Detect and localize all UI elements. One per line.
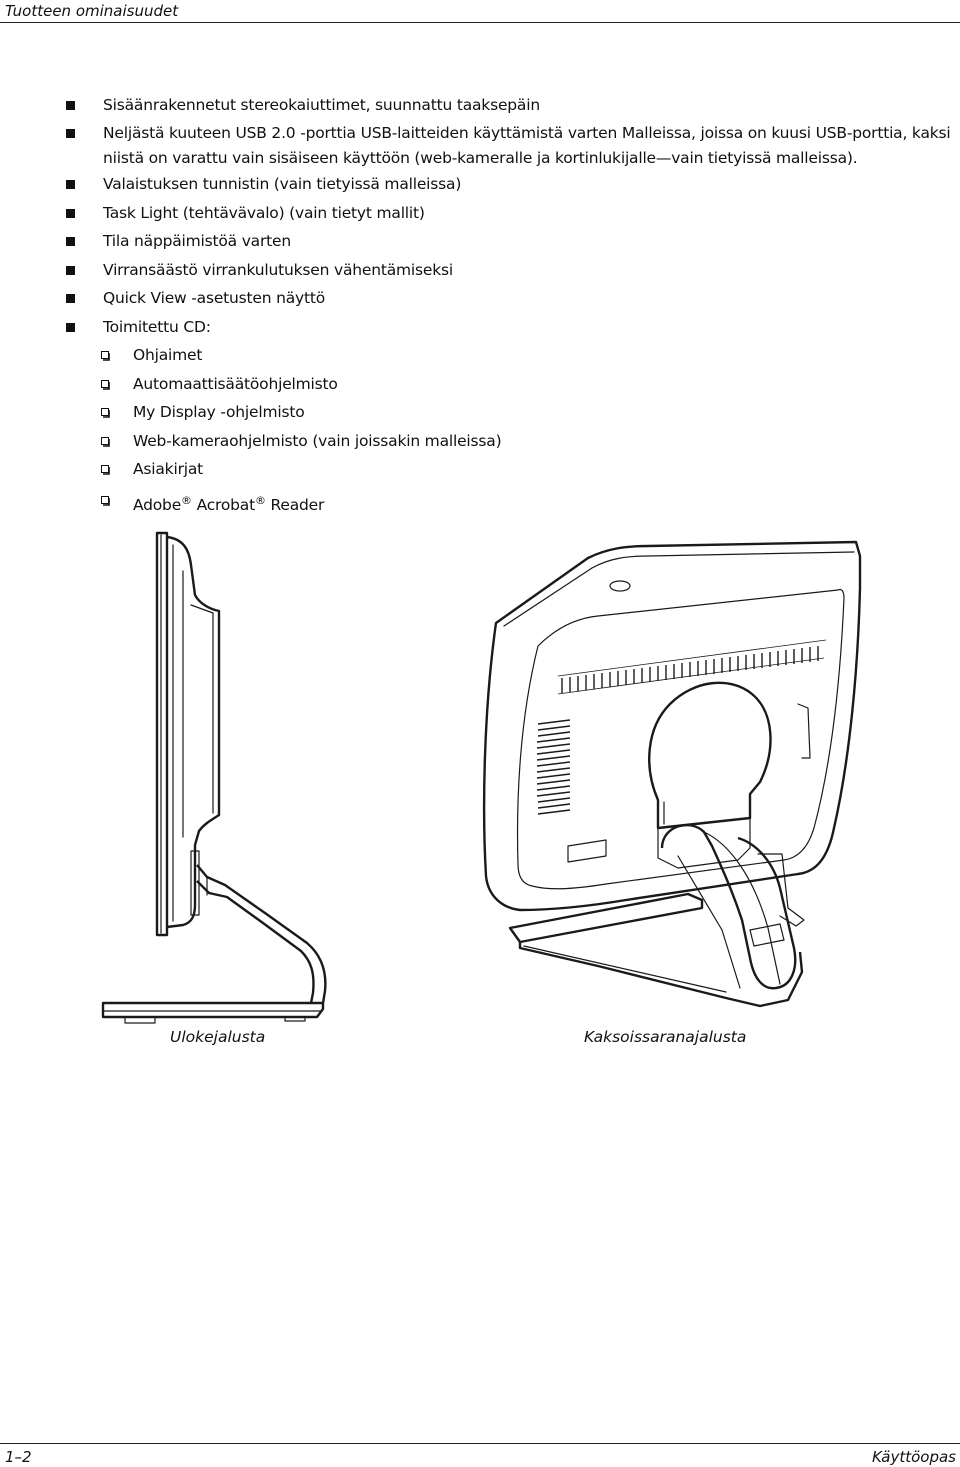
registered-mark: ®	[254, 494, 266, 507]
box-bullet-icon	[101, 351, 110, 361]
box-bullet-icon	[101, 465, 110, 475]
cd-item: Asiakirjat	[133, 460, 204, 478]
box-bullet-icon	[101, 408, 110, 418]
feature-item: Sisäänrakennetut stereokaiuttimet, suunn…	[103, 96, 540, 114]
registered-mark: ®	[181, 494, 192, 507]
square-bullet-icon	[66, 323, 75, 332]
cantilever-stand-illustration	[95, 525, 345, 1025]
square-bullet-icon	[66, 180, 75, 189]
feature-item: Valaistuksen tunnistin (vain tietyissä m…	[103, 175, 462, 193]
feature-item: Virransäästö virrankulutuksen vähentämis…	[103, 261, 453, 279]
cd-item: My Display -ohjelmisto	[133, 403, 305, 421]
square-bullet-icon	[66, 209, 75, 218]
feature-item: Neljästä kuuteen USB 2.0 -porttia USB-la…	[103, 124, 951, 167]
acrobat-text-part: Acrobat	[191, 496, 256, 514]
square-bullet-icon	[66, 237, 75, 246]
square-bullet-icon	[66, 294, 75, 303]
feature-item: Tila näppäimistöä varten	[103, 232, 291, 250]
vent-grille-top	[557, 639, 827, 695]
cd-item: Ohjaimet	[133, 346, 203, 364]
page-number: 1–2	[5, 1448, 32, 1466]
footer-title: Käyttöopas	[871, 1448, 956, 1466]
box-bullet-icon	[101, 380, 110, 390]
dual-hinge-stand-illustration	[458, 528, 960, 1018]
square-bullet-icon	[66, 101, 75, 110]
feature-item: Quick View -asetusten näyttö	[103, 289, 326, 307]
feature-item: Toimitettu CD:	[103, 318, 211, 336]
footer-divider	[0, 1443, 960, 1444]
square-bullet-icon	[66, 266, 75, 275]
square-bullet-icon	[66, 129, 75, 138]
acrobat-text-part: Adobe	[133, 496, 182, 514]
cd-item-acrobat: Adobe® Acrobat® Reader	[133, 488, 933, 518]
running-header: Tuotteen ominaisuudet	[5, 2, 179, 20]
caption-cantilever: Ulokejalusta	[170, 1028, 266, 1046]
caption-dual-hinge: Kaksoissaranajalusta	[584, 1028, 747, 1046]
feature-item: Task Light (tehtävävalo) (vain tietyt ma…	[103, 204, 425, 222]
cd-item: Web-kameraohjelmisto (vain joissakin mal…	[133, 432, 502, 450]
acrobat-text-part: Reader	[265, 496, 325, 514]
box-bullet-icon	[101, 496, 110, 506]
box-bullet-icon	[101, 437, 110, 447]
header-divider	[0, 22, 960, 23]
cd-item: Automaattisäätöohjelmisto	[133, 375, 338, 393]
